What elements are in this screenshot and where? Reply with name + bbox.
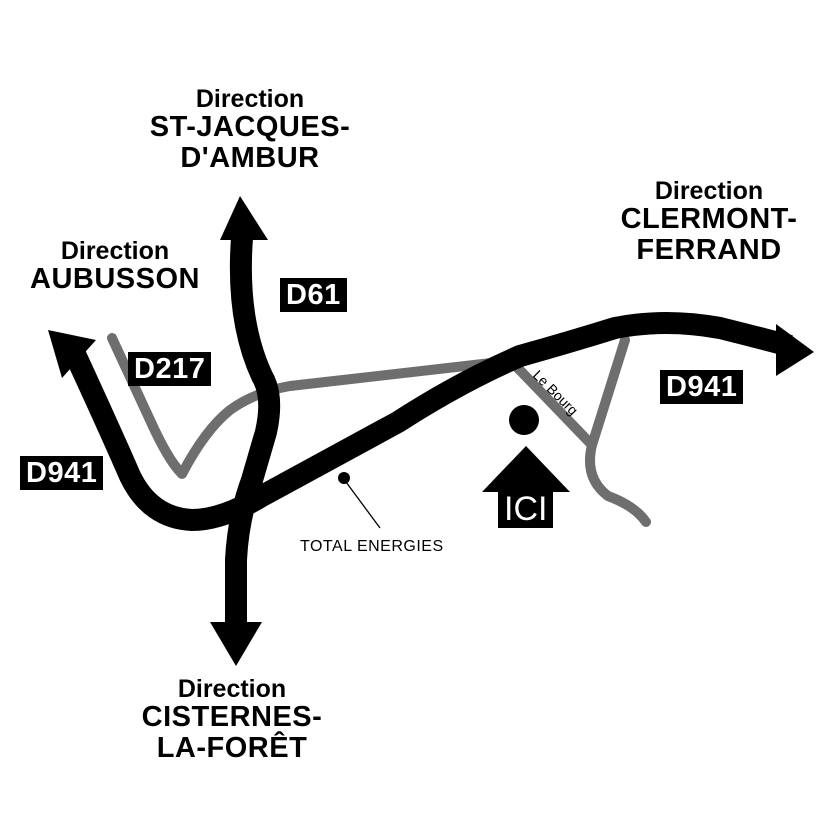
direction-word: Direction	[60, 237, 170, 265]
station-marker	[338, 472, 350, 484]
road-link	[587, 335, 630, 450]
here-arrow-icon	[482, 446, 570, 492]
road-shield-d217: D217	[128, 352, 212, 386]
direction-place: CLERMONT-	[620, 203, 798, 236]
direction-word: Direction	[177, 675, 287, 703]
direction-place: CISTERNES-	[141, 701, 323, 734]
arrow-clermont	[776, 324, 814, 376]
here-label: ICI	[498, 490, 554, 528]
road-shield-d61: D61	[280, 278, 347, 312]
road-shield-d941-west: D941	[20, 456, 104, 490]
here-marker	[509, 405, 539, 435]
direction-st-jacques: Direction ST-JACQUES- D'AMBUR	[130, 86, 370, 173]
direction-place: FERRAND	[636, 233, 782, 266]
road-shield-d941-east: D941	[660, 370, 744, 404]
arrow-aubusson	[48, 330, 96, 378]
road-le-bourg	[507, 357, 651, 527]
direction-place: LA-FORÊT	[156, 731, 308, 764]
station-leader-line	[345, 481, 381, 529]
direction-place: D'AMBUR	[180, 141, 320, 174]
road-d61	[225, 237, 281, 628]
arrow-cisternes	[210, 622, 262, 666]
direction-word: Direction	[195, 85, 305, 113]
direction-cisternes: Direction CISTERNES- LA-FORÊT	[118, 676, 346, 763]
road-d941	[64, 312, 793, 531]
direction-place: ST-JACQUES-	[149, 111, 351, 144]
arrow-st-jacques	[220, 196, 268, 240]
direction-aubusson: Direction AUBUSSON	[8, 238, 222, 295]
direction-word: Direction	[654, 177, 764, 205]
direction-clermont: Direction CLERMONT- FERRAND	[600, 178, 818, 265]
direction-place: AUBUSSON	[30, 263, 200, 296]
station-label: TOTAL ENERGIES	[300, 538, 444, 555]
